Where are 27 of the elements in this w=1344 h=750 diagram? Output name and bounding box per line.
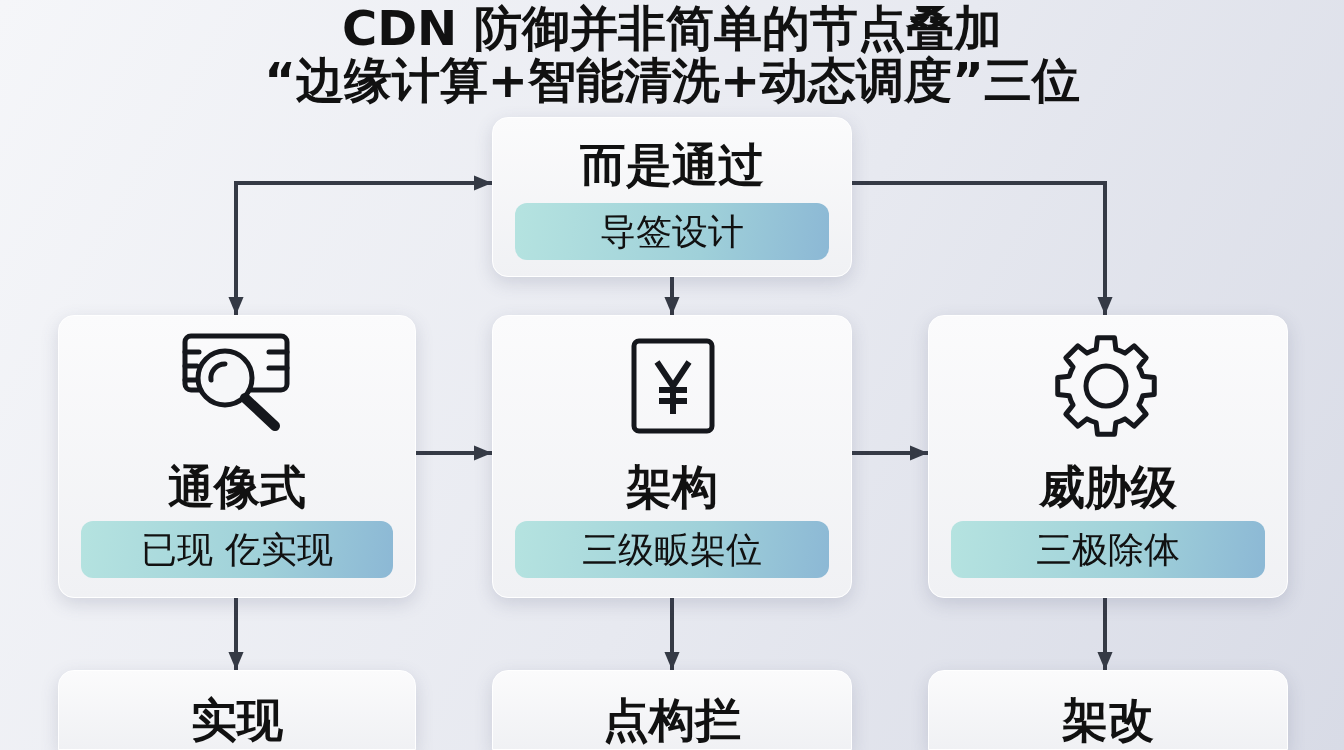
card-heading: 架改 <box>1062 694 1154 746</box>
arrow <box>228 598 244 670</box>
card-heading: 而是通过 <box>580 139 764 191</box>
arrow <box>664 598 680 670</box>
subtitle-tag: 三级畈架位 <box>515 521 829 578</box>
arrow <box>1097 598 1113 670</box>
card-heading: 实现 <box>191 694 283 746</box>
card-heading: 架构 <box>626 461 718 513</box>
subtitle-tag: 已现 仡实现 <box>81 521 393 578</box>
process-card <box>492 315 852 598</box>
process-card <box>928 315 1288 598</box>
card-heading: 威胁级 <box>1039 461 1177 513</box>
process-card <box>58 670 416 750</box>
process-card <box>928 670 1288 750</box>
process-card <box>492 117 852 277</box>
arrow <box>664 277 680 315</box>
process-card <box>492 670 852 750</box>
arrow <box>228 175 492 315</box>
process-card <box>58 315 416 598</box>
arrow <box>852 445 928 461</box>
title: CDN 防御并非简单的节点叠加“边缘计算+智能清洗+动态调度”三位 <box>264 2 1080 106</box>
arrow <box>852 181 1113 315</box>
subtitle-tag: 导签设计 <box>515 203 829 260</box>
subtitle-tag: 三极除体 <box>951 521 1265 578</box>
card-heading: 通像式 <box>168 461 306 513</box>
arrow <box>416 445 492 461</box>
card-heading: 点构拦 <box>603 694 741 746</box>
